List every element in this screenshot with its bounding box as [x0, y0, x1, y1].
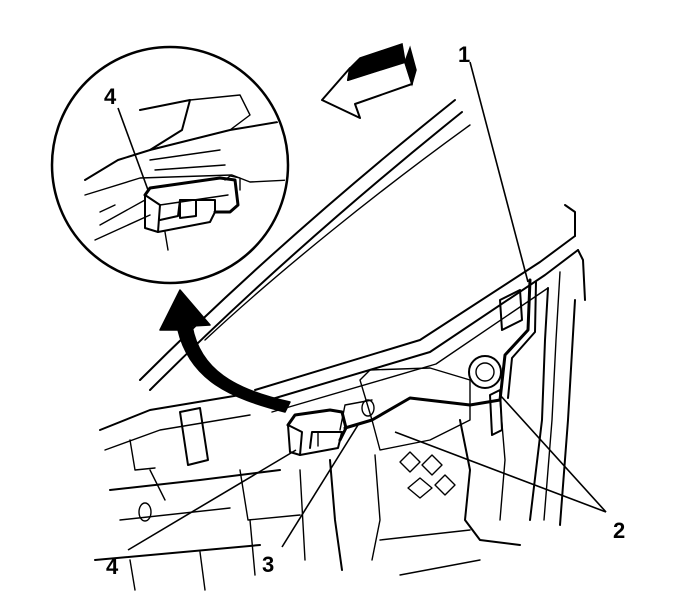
leader-4-detail — [117, 107, 149, 191]
callout-4-detail: 4 — [104, 84, 117, 109]
callout-2: 2 — [613, 518, 625, 543]
leader-3 — [281, 424, 359, 548]
callout-4-main: 4 — [106, 554, 119, 579]
door-connector — [286, 408, 348, 456]
callout-labels: 1 2 3 4 4 — [104, 42, 625, 579]
leader-2a — [499, 394, 607, 513]
leader-2b — [394, 431, 607, 513]
left-arrow-icon — [321, 43, 417, 119]
wiring-harness — [343, 278, 537, 430]
callout-3: 3 — [262, 552, 274, 577]
curved-arrow-icon — [159, 289, 291, 413]
detail-drawing — [84, 94, 286, 251]
leader-4-main — [127, 449, 297, 551]
leader-1 — [469, 61, 529, 283]
callout-1: 1 — [458, 42, 470, 67]
leader-lines — [117, 61, 607, 551]
door-frame — [94, 99, 586, 591]
detail-circle — [50, 45, 290, 285]
detail-view — [50, 45, 290, 285]
